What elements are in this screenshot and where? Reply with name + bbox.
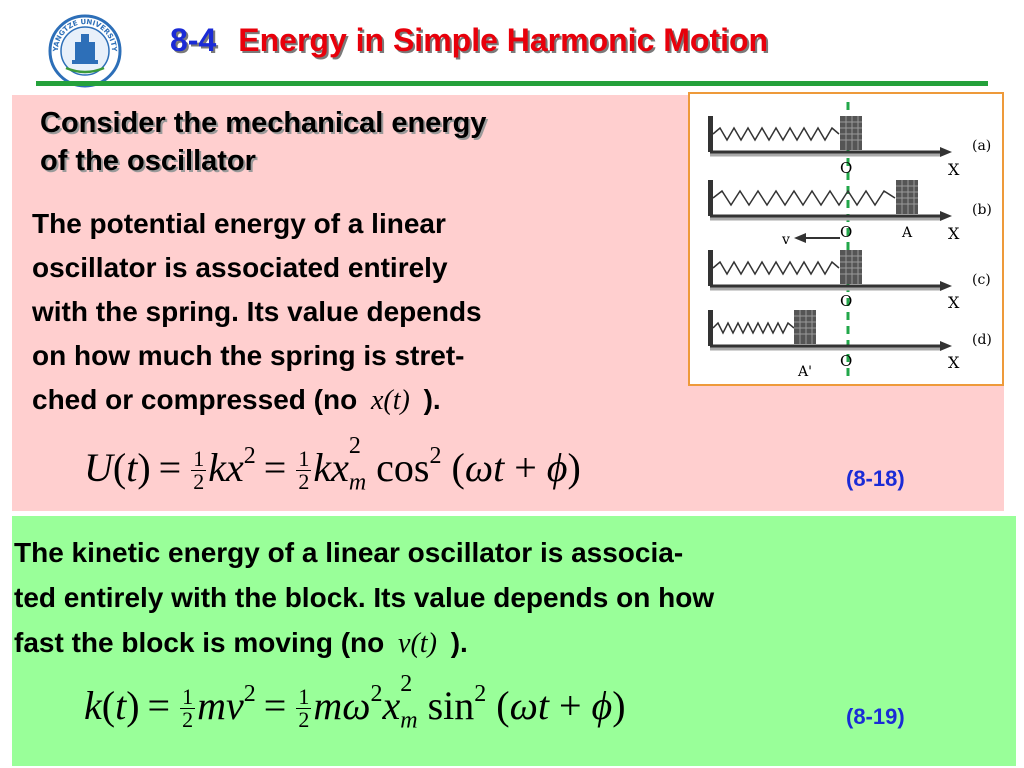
axis-label: X <box>948 353 960 372</box>
axis-label: X <box>948 293 960 312</box>
row-a-label: (a) <box>972 138 991 154</box>
page-title: 8-4 Energy in Simple Harmonic Motion <box>170 22 768 59</box>
row-d-label: (d) <box>972 332 992 348</box>
origin-label: O <box>840 159 852 177</box>
figure-row-b: O A X (b) v <box>708 180 992 248</box>
kinetic-energy-panel <box>12 516 1016 766</box>
axis-label: X <box>948 224 960 243</box>
potential-line-1: The potential energy of a linear <box>32 208 446 239</box>
heading-line-2: of the oscillator <box>40 145 256 177</box>
figure-row-a: O X (a) <box>708 116 991 179</box>
x-of-t: x(t) <box>370 385 410 416</box>
title-number: 8-4 <box>170 22 217 58</box>
kinetic-line-1: The kinetic energy of a linear oscillato… <box>14 537 684 568</box>
row-c-label: (c) <box>972 272 991 288</box>
neg-amplitude-label: A' <box>797 364 812 380</box>
potential-line-2: oscillator is associated entirely <box>32 252 448 283</box>
heading-line-1: Consider the mechanical energy <box>40 107 487 139</box>
axis-label: X <box>948 160 960 179</box>
university-logo: YANGTZE UNIVERSITY <box>48 14 122 88</box>
figure-row-c: O X (c) <box>708 250 991 312</box>
amplitude-label: A <box>901 225 913 241</box>
velocity-arrow <box>794 233 806 243</box>
title-text: Energy in Simple Harmonic Motion <box>238 22 769 58</box>
origin-label: O <box>840 223 852 241</box>
v-of-t: v(t) <box>398 628 437 659</box>
origin-label: O <box>840 292 852 310</box>
title-divider <box>36 81 988 86</box>
section-heading: Consider the mechanical energy of the os… <box>40 104 690 180</box>
figure-row-d: O A' X (d) <box>708 310 992 380</box>
velocity-label: v <box>781 232 790 248</box>
origin-label: O <box>840 352 852 370</box>
potential-line-4: on how much the spring is stret- <box>32 340 465 371</box>
equation-label-8-18: (8-18) <box>846 466 905 491</box>
oscillator-figure: O X (a) O A X (b) v <box>688 92 1004 386</box>
kinetic-line-3: fast the block is moving (no v(t) ). <box>14 627 468 659</box>
kinetic-energy-text: The kinetic energy of a linear oscillato… <box>14 530 1014 666</box>
equation-label-8-19: (8-19) <box>846 704 905 729</box>
potential-energy-text: The potential energy of a linear oscilla… <box>32 202 692 423</box>
potential-line-5: ched or compressed (no x(t) ). <box>32 384 441 416</box>
potential-line-3: with the spring. Its value depends <box>32 296 482 327</box>
row-b-label: (b) <box>972 202 992 218</box>
kinetic-line-2: ted entirely with the block. Its value d… <box>14 582 715 613</box>
